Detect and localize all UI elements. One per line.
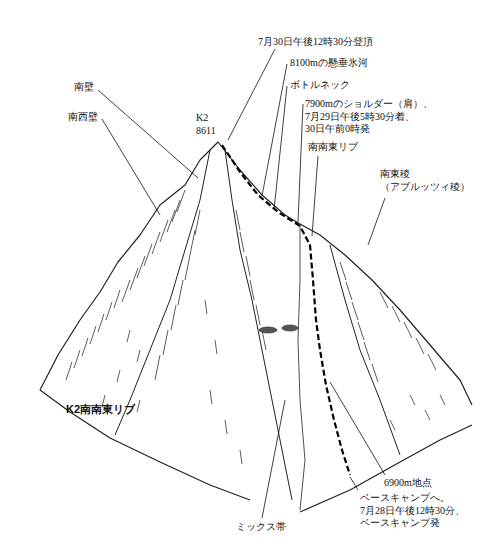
camp-note: 7900mのショルダー（肩）、 7月29日午後5時30分着、 30日午前0時発: [305, 98, 455, 136]
point-label: 6900m地点: [384, 477, 432, 490]
zone-label: ミックス帯: [236, 521, 286, 534]
rock-hatching: [66, 190, 445, 464]
feature-label: 南南東リブ: [308, 141, 358, 154]
figure-caption: K2南南東リブ: [66, 402, 135, 417]
rib-line: [298, 226, 305, 510]
peak-label: K2 8611: [196, 112, 222, 137]
feature-label: 8100mの懸垂氷河: [290, 57, 368, 70]
inner-ridge: [225, 150, 292, 500]
inner-ridge: [115, 150, 210, 435]
serac-band: [259, 325, 298, 333]
face-label: 南壁: [74, 81, 94, 94]
climbing-route: [222, 145, 350, 475]
camp-note: ベースキャンプへ。 7月28日午後12時30分、 ベースキャンプ発: [360, 492, 476, 530]
face-label: 南西壁: [68, 111, 98, 124]
feature-label: ボトルネック: [290, 79, 350, 92]
inner-ridge: [330, 245, 400, 455]
left-ridge: [40, 142, 218, 390]
base-left: [40, 390, 250, 500]
ridge-label: 南東稜 （アブルッツィ稜）: [380, 168, 476, 193]
summit-note: 7月30日午後12時30分登頂: [258, 36, 373, 49]
